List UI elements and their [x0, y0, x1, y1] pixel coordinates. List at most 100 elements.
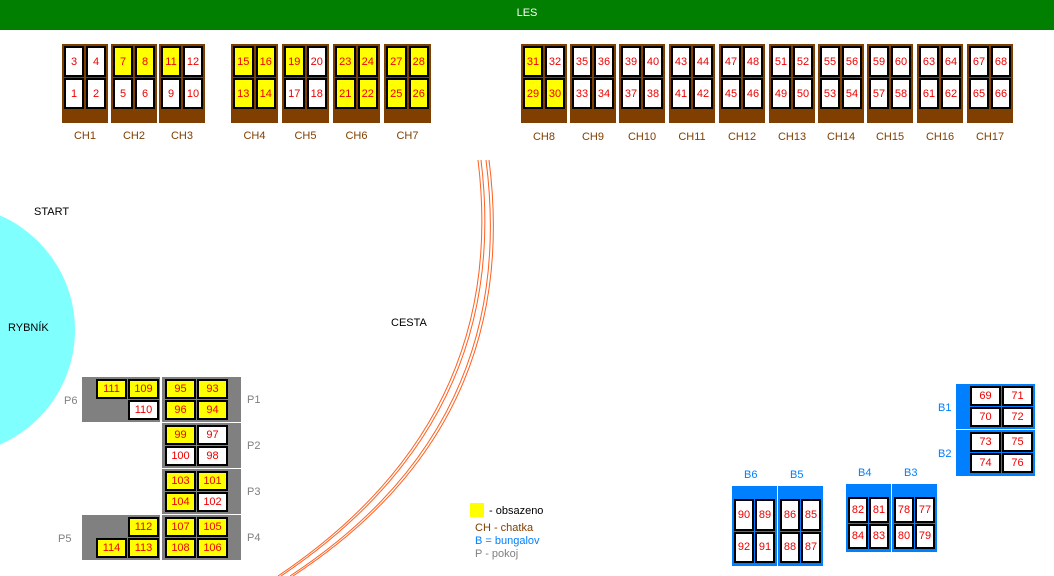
room-15[interactable]: 15: [233, 46, 254, 77]
room-106[interactable]: 106: [197, 538, 228, 558]
room-42[interactable]: 42: [693, 78, 713, 109]
room-110[interactable]: 110: [128, 400, 159, 420]
room-30[interactable]: 30: [545, 78, 565, 109]
room-44[interactable]: 44: [693, 46, 713, 77]
room-26[interactable]: 26: [408, 78, 429, 109]
room-38[interactable]: 38: [643, 78, 663, 109]
room-31[interactable]: 31: [523, 46, 543, 77]
room-51[interactable]: 51: [771, 46, 791, 77]
room-36[interactable]: 36: [594, 46, 614, 77]
room-72[interactable]: 72: [1002, 407, 1033, 427]
room-46[interactable]: 46: [743, 78, 763, 109]
room-97[interactable]: 97: [197, 425, 228, 445]
room-54[interactable]: 54: [842, 78, 862, 109]
room-2[interactable]: 2: [86, 78, 106, 109]
room-63[interactable]: 63: [919, 46, 939, 77]
room-82[interactable]: 82: [848, 497, 868, 523]
room-112[interactable]: 112: [128, 517, 159, 537]
room-49[interactable]: 49: [771, 78, 791, 109]
room-35[interactable]: 35: [572, 46, 592, 77]
room-61[interactable]: 61: [919, 78, 939, 109]
room-56[interactable]: 56: [842, 46, 862, 77]
room-24[interactable]: 24: [357, 46, 378, 77]
room-60[interactable]: 60: [891, 46, 911, 77]
room-107[interactable]: 107: [165, 517, 196, 537]
room-67[interactable]: 67: [969, 46, 989, 77]
room-58[interactable]: 58: [891, 78, 911, 109]
room-23[interactable]: 23: [335, 46, 356, 77]
room-74[interactable]: 74: [970, 453, 1001, 473]
room-17[interactable]: 17: [284, 78, 305, 109]
room-47[interactable]: 47: [721, 46, 741, 77]
room-40[interactable]: 40: [643, 46, 663, 77]
room-28[interactable]: 28: [408, 46, 429, 77]
room-111[interactable]: 111: [96, 379, 127, 399]
room-27[interactable]: 27: [386, 46, 407, 77]
room-4[interactable]: 4: [86, 46, 106, 77]
room-37[interactable]: 37: [621, 78, 641, 109]
room-55[interactable]: 55: [820, 46, 840, 77]
room-87[interactable]: 87: [801, 531, 821, 563]
room-90[interactable]: 90: [734, 499, 754, 531]
room-64[interactable]: 64: [941, 46, 961, 77]
room-75[interactable]: 75: [1002, 432, 1033, 452]
room-14[interactable]: 14: [255, 78, 276, 109]
room-91[interactable]: 91: [755, 531, 775, 563]
room-29[interactable]: 29: [523, 78, 543, 109]
room-6[interactable]: 6: [135, 78, 155, 109]
room-78[interactable]: 78: [894, 497, 914, 523]
room-84[interactable]: 84: [848, 523, 868, 549]
room-109[interactable]: 109: [128, 379, 159, 399]
room-93[interactable]: 93: [197, 379, 228, 399]
room-81[interactable]: 81: [869, 497, 889, 523]
room-102[interactable]: 102: [197, 492, 228, 512]
room-77[interactable]: 77: [915, 497, 935, 523]
room-85[interactable]: 85: [801, 499, 821, 531]
room-96[interactable]: 96: [165, 400, 196, 420]
room-11[interactable]: 11: [161, 46, 181, 77]
room-101[interactable]: 101: [197, 471, 228, 491]
room-100[interactable]: 100: [165, 446, 196, 466]
room-114[interactable]: 114: [96, 538, 127, 558]
room-71[interactable]: 71: [1002, 386, 1033, 406]
room-69[interactable]: 69: [970, 386, 1001, 406]
room-45[interactable]: 45: [721, 78, 741, 109]
room-48[interactable]: 48: [743, 46, 763, 77]
room-19[interactable]: 19: [284, 46, 305, 77]
room-1[interactable]: 1: [64, 78, 84, 109]
room-16[interactable]: 16: [255, 46, 276, 77]
room-70[interactable]: 70: [970, 407, 1001, 427]
room-79[interactable]: 79: [915, 523, 935, 549]
room-33[interactable]: 33: [572, 78, 592, 109]
room-52[interactable]: 52: [793, 46, 813, 77]
room-8[interactable]: 8: [135, 46, 155, 77]
room-62[interactable]: 62: [941, 78, 961, 109]
room-21[interactable]: 21: [335, 78, 356, 109]
room-94[interactable]: 94: [197, 400, 228, 420]
room-103[interactable]: 103: [165, 471, 196, 491]
room-92[interactable]: 92: [734, 531, 754, 563]
room-104[interactable]: 104: [165, 492, 196, 512]
room-3[interactable]: 3: [64, 46, 84, 77]
room-43[interactable]: 43: [671, 46, 691, 77]
room-73[interactable]: 73: [970, 432, 1001, 452]
room-18[interactable]: 18: [306, 78, 327, 109]
room-39[interactable]: 39: [621, 46, 641, 77]
room-57[interactable]: 57: [869, 78, 889, 109]
room-88[interactable]: 88: [780, 531, 800, 563]
room-80[interactable]: 80: [894, 523, 914, 549]
room-9[interactable]: 9: [161, 78, 181, 109]
room-20[interactable]: 20: [306, 46, 327, 77]
room-83[interactable]: 83: [869, 523, 889, 549]
room-41[interactable]: 41: [671, 78, 691, 109]
room-5[interactable]: 5: [113, 78, 133, 109]
room-108[interactable]: 108: [165, 538, 196, 558]
room-12[interactable]: 12: [183, 46, 203, 77]
room-53[interactable]: 53: [820, 78, 840, 109]
room-13[interactable]: 13: [233, 78, 254, 109]
room-59[interactable]: 59: [869, 46, 889, 77]
room-34[interactable]: 34: [594, 78, 614, 109]
room-25[interactable]: 25: [386, 78, 407, 109]
room-89[interactable]: 89: [755, 499, 775, 531]
room-10[interactable]: 10: [183, 78, 203, 109]
